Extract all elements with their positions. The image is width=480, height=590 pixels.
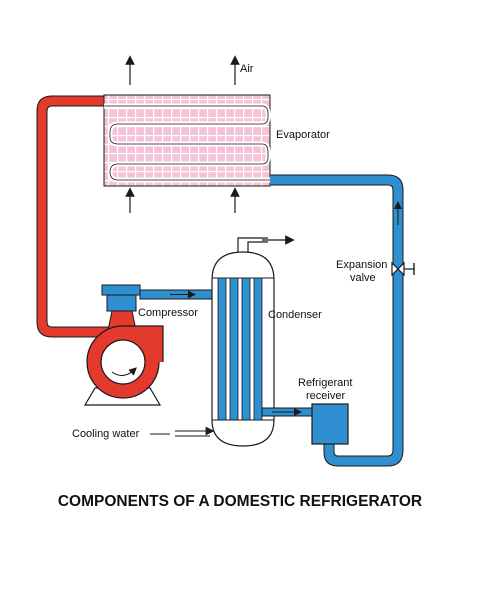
evaporator [103, 94, 271, 187]
condenser-label: Condenser [268, 309, 322, 321]
condenser-tubes [217, 277, 263, 421]
receiver-label-line1: Refrigerant [298, 377, 352, 389]
air-flow-arrows [125, 55, 240, 213]
compressor-to-condenser-line [139, 289, 219, 300]
cold-refrigerant-line [270, 174, 404, 467]
condenser [211, 235, 315, 447]
expansion-valve-label-line2: valve [350, 272, 376, 284]
evaporator-coil [104, 103, 271, 183]
compressor [83, 284, 164, 406]
air-label: Air [240, 63, 254, 75]
expansion-valve-label-line1: Expansion [336, 259, 387, 271]
evaporator-label: Evaporator [276, 129, 330, 141]
expansion-valve [391, 261, 415, 277]
cooling-water-label: Cooling water [72, 428, 140, 440]
diagram-title: COMPONENTS OF A DOMESTIC REFRIGERATOR [58, 493, 422, 510]
hot-refrigerant-line [36, 95, 117, 338]
refrigerant-receiver [311, 403, 349, 445]
compressor-label: Compressor [138, 307, 198, 319]
receiver-label-line2: receiver [306, 390, 345, 402]
cooling-water-arrow [150, 426, 215, 437]
